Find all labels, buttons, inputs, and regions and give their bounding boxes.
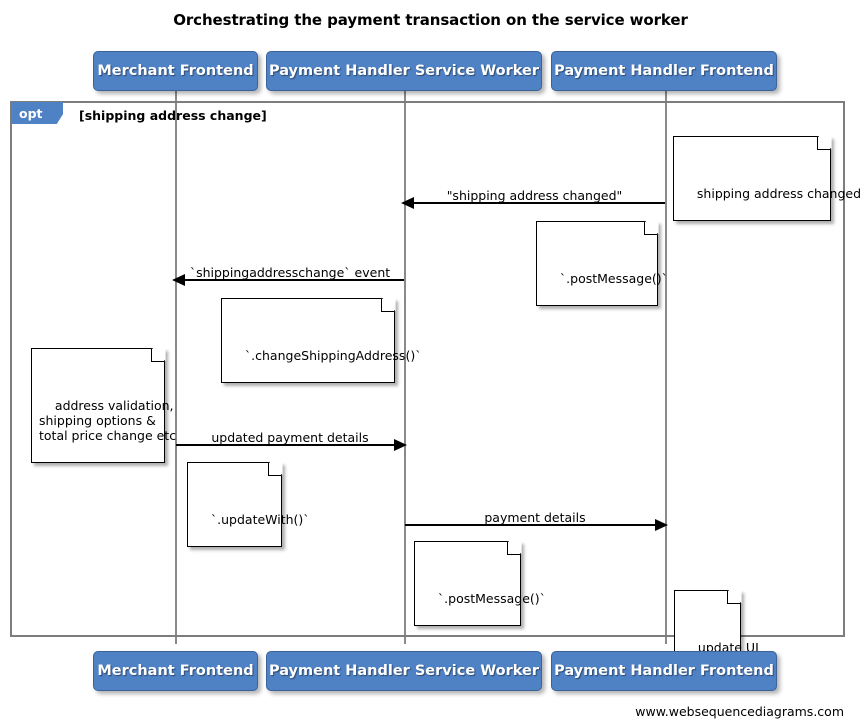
participant-payment-handler-service-worker[interactable]: Payment Handler Service Worker	[266, 51, 542, 91]
footer-credit: www.websequencediagrams.com	[635, 704, 844, 719]
arrow-head-left-icon	[401, 197, 414, 209]
note-text: address validation, shipping options & t…	[39, 398, 177, 443]
arrow-head-right-icon	[655, 519, 668, 531]
participant-footer-merchant-frontend[interactable]: Merchant Frontend	[93, 651, 258, 691]
note-text: shipping address changed	[696, 186, 861, 201]
note-text: `.postMessage()`	[437, 591, 546, 606]
message-line-shipping-address-changed	[413, 202, 665, 204]
note-text: `.updateWith()`	[210, 512, 310, 527]
message-line-updated-payment-details	[176, 444, 396, 446]
opt-fragment-tab: opt	[11, 102, 63, 124]
message-label-shippingaddresschange-event: `shippingaddresschange` event	[189, 265, 391, 280]
note-change-shipping-address: `.changeShippingAddress()`	[221, 297, 421, 383]
message-label-updated-payment-details: updated payment details	[211, 430, 369, 445]
message-line-payment-details	[405, 524, 657, 526]
participant-label: Payment Handler Frontend	[554, 63, 774, 79]
lifeline-merchant	[175, 91, 177, 644]
participant-footer-payment-handler-service-worker[interactable]: Payment Handler Service Worker	[266, 651, 542, 691]
note-post-message-1: `.postMessage()`	[536, 220, 668, 306]
lifeline-payment-handler-service-worker	[404, 91, 406, 644]
participant-merchant-frontend[interactable]: Merchant Frontend	[93, 51, 258, 91]
participant-label: Payment Handler Frontend	[554, 663, 774, 679]
note-text: `.postMessage()`	[559, 271, 668, 286]
arrow-head-right-icon	[394, 439, 407, 451]
participant-footer-payment-handler-frontend[interactable]: Payment Handler Frontend	[551, 651, 777, 691]
opt-fragment-frame	[10, 101, 845, 637]
note-post-message-2: `.postMessage()`	[414, 540, 546, 626]
participant-label: Payment Handler Service Worker	[268, 663, 540, 679]
note-text: `.changeShippingAddress()`	[244, 348, 422, 363]
participant-payment-handler-frontend[interactable]: Payment Handler Frontend	[551, 51, 777, 91]
note-shipping-address-changed: shipping address changed	[673, 135, 861, 221]
page-title: Orchestrating the payment transaction on…	[173, 11, 688, 29]
participant-label: Merchant Frontend	[97, 63, 254, 79]
participant-label: Merchant Frontend	[97, 663, 254, 679]
message-label-payment-details: payment details	[484, 510, 586, 525]
note-update-with: `.updateWith()`	[187, 461, 310, 547]
opt-fragment-operator: opt	[19, 105, 43, 121]
note-address-validation: address validation, shipping options & t…	[31, 347, 176, 463]
message-label-shipping-address-changed: "shipping address changed"	[446, 188, 623, 203]
lifeline-payment-handler-frontend	[665, 91, 667, 644]
participant-label: Payment Handler Service Worker	[268, 63, 540, 79]
message-line-shippingaddresschange-event	[184, 279, 404, 281]
opt-fragment-guard: [shipping address change]	[79, 108, 267, 123]
arrow-head-left-icon	[172, 274, 185, 286]
